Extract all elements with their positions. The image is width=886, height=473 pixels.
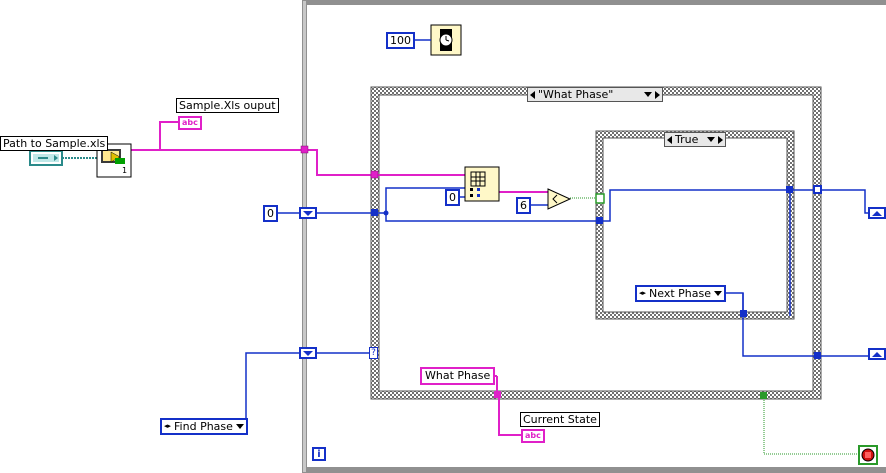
read-file-subvi-icon[interactable] <box>96 143 132 178</box>
tunnels <box>300 145 822 399</box>
index-array-icon[interactable] <box>464 166 500 202</box>
subvi-count: 1 <box>122 166 128 175</box>
find-phase-value: Find Phase <box>174 420 233 433</box>
increment-icon[interactable] <box>655 90 661 99</box>
six-constant[interactable]: 6 <box>516 197 531 214</box>
inner-case-frame[interactable] <box>595 130 795 320</box>
less-than-icon[interactable] <box>547 188 572 210</box>
outer-case-value: "What Phase" <box>538 88 614 101</box>
zero-index-constant[interactable]: 0 <box>445 189 460 206</box>
shift-register-up-icon <box>872 351 882 357</box>
current-state-label: Current State <box>520 412 600 427</box>
decrement-icon[interactable] <box>530 90 535 99</box>
shift-register-right-bottom[interactable] <box>868 348 886 360</box>
chevron-down-icon <box>714 291 722 296</box>
wait-ms-constant[interactable]: 100 <box>386 32 415 49</box>
enum-arrows-icon: ◂▸ <box>639 289 647 297</box>
what-phase-string-constant[interactable]: What Phase <box>420 367 496 385</box>
path-to-sample-label: Path to Sample.xls <box>0 136 109 151</box>
next-phase-enum[interactable]: ◂▸ Next Phase <box>635 285 726 302</box>
iteration-terminal: i <box>312 447 326 461</box>
numeric-wires <box>245 187 872 427</box>
wait-timer-icon[interactable] <box>430 24 462 56</box>
inner-case-selector[interactable]: True <box>664 132 727 147</box>
find-phase-enum[interactable]: ◂▸ Find Phase <box>160 418 248 435</box>
decrement-icon[interactable] <box>667 135 672 144</box>
shift-register-up-icon <box>872 210 882 216</box>
shift-register-left-bottom[interactable] <box>299 347 317 359</box>
sample-xls-output-label: Sample.Xls ouput <box>176 98 279 113</box>
sample-output-indicator[interactable]: abc <box>178 116 202 130</box>
enum-arrows-icon: ◂▸ <box>164 422 172 430</box>
stop-icon[interactable] <box>858 445 878 465</box>
chevron-down-icon[interactable] <box>644 92 653 97</box>
current-state-indicator[interactable]: abc <box>521 429 545 443</box>
path-control-icon[interactable] <box>29 150 63 166</box>
chevron-down-icon[interactable] <box>707 137 716 142</box>
outer-case-selector[interactable]: "What Phase" <box>527 87 664 102</box>
shift-register-right-top[interactable] <box>868 207 886 219</box>
shift-register-down-icon <box>303 350 313 356</box>
boolean-wires <box>570 197 865 455</box>
case-selector-terminal[interactable]: ? <box>369 347 378 359</box>
chevron-down-icon <box>235 424 244 429</box>
zero-shift-init-constant[interactable]: 0 <box>263 205 278 222</box>
shift-register-left-top[interactable] <box>299 207 317 219</box>
inner-case-value: True <box>675 133 699 146</box>
shift-register-down-icon <box>303 210 313 216</box>
next-phase-value: Next Phase <box>649 287 711 300</box>
increment-icon[interactable] <box>718 135 724 144</box>
